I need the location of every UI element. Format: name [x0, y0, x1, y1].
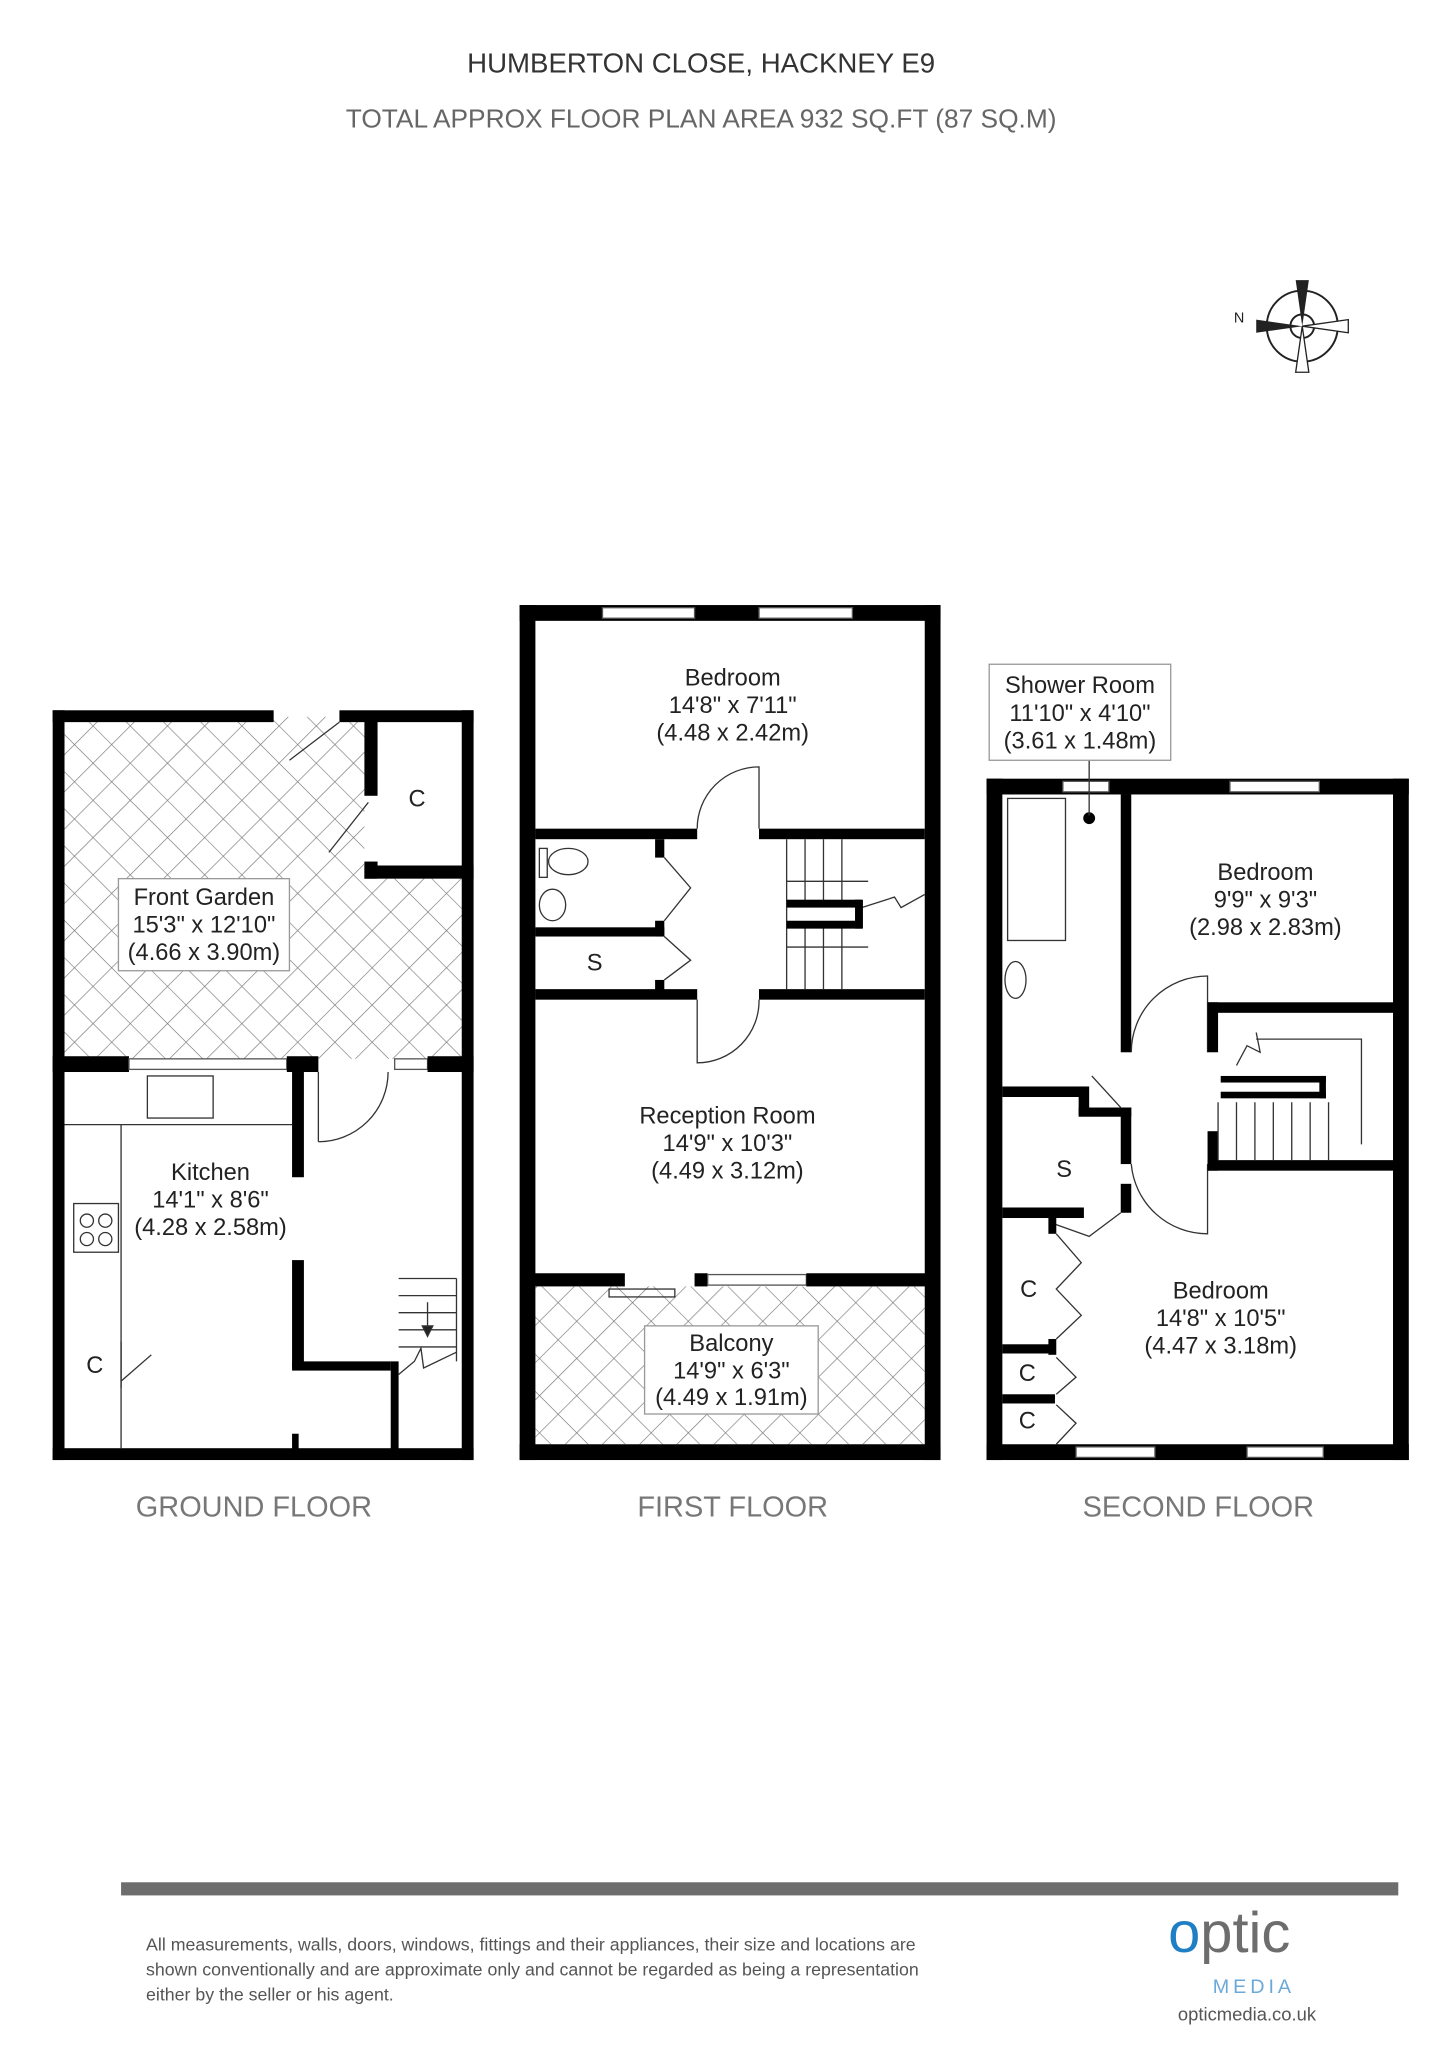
front-garden-imperial: 15'3" x 12'10" — [132, 913, 275, 939]
logo-media: MEDIA — [1213, 1976, 1295, 1998]
plan-title: HUMBERTON CLOSE, HACKNEY E9 — [467, 47, 935, 78]
compass-north-label: N — [1234, 310, 1244, 326]
first-bedroom-metric: (4.48 x 2.42m) — [656, 721, 809, 747]
second-floor-plan: Shower Room 11'10" x 4'10" (3.61 x 1.48m… — [986, 663, 1409, 1461]
kitchen-cupboard-label: C — [86, 1353, 103, 1379]
balcony-metric: (4.49 x 1.91m) — [655, 1385, 808, 1411]
second-bedroom-small-imperial: 9'9" x 9'3" — [1214, 888, 1317, 914]
shower-room-metric: (3.61 x 1.48m) — [1004, 728, 1157, 754]
reception-name: Reception Room — [639, 1103, 815, 1129]
second-cupboard-label: C — [1019, 1361, 1036, 1387]
second-bedroom-large-imperial: 14'8" x 10'5" — [1156, 1306, 1286, 1332]
second-cupboard-label: C — [1019, 1408, 1036, 1434]
first-bedroom-name: Bedroom — [685, 665, 781, 691]
second-storage-label: S — [1056, 1157, 1072, 1183]
plan-area-subtitle: TOTAL APPROX FLOOR PLAN AREA 932 SQ.FT (… — [346, 104, 1057, 134]
compass-icon: N — [1234, 280, 1349, 373]
disclaimer-line: either by the seller or his agent. — [146, 1985, 394, 2005]
second-bedroom-large-name: Bedroom — [1173, 1278, 1269, 1304]
kitchen-metric: (4.28 x 2.58m) — [134, 1215, 287, 1241]
shower-room-imperial: 11'10" x 4'10" — [1009, 701, 1150, 727]
logo-wordmark: optic — [1168, 1901, 1290, 1965]
balcony-imperial: 14'9" x 6'3" — [673, 1358, 790, 1384]
reception-metric: (4.49 x 3.12m) — [651, 1159, 804, 1185]
second-bedroom-small-metric: (2.98 x 2.83m) — [1189, 915, 1342, 941]
kitchen-imperial: 14'1" x 8'6" — [152, 1187, 269, 1213]
shower-room-name: Shower Room — [1005, 673, 1155, 699]
ground-cupboard-label: C — [408, 786, 425, 812]
logo-ptic: ptic — [1200, 1901, 1290, 1965]
first-storage-label: S — [587, 951, 603, 977]
balcony-name: Balcony — [689, 1331, 773, 1357]
second-cupboard-label: C — [1020, 1277, 1037, 1303]
logo-o: o — [1168, 1901, 1200, 1965]
first-floor-plan: Bedroom 14'8" x 7'11" (4.48 x 2.42m) S R… — [519, 605, 941, 1461]
first-bedroom-imperial: 14'8" x 7'11" — [669, 693, 797, 719]
footer-divider — [121, 1882, 1399, 1896]
second-floor-label: SECOND FLOOR — [1083, 1492, 1314, 1524]
first-floor-label: FIRST FLOOR — [637, 1492, 828, 1524]
ground-floor-label: GROUND FLOOR — [136, 1492, 372, 1524]
disclaimer-line: shown conventionally and are approximate… — [146, 1960, 919, 1980]
second-bedroom-large-metric: (4.47 x 3.18m) — [1144, 1333, 1297, 1359]
disclaimer-line: All measurements, walls, doors, windows,… — [146, 1935, 916, 1955]
front-garden-name: Front Garden — [134, 885, 275, 911]
reception-imperial: 14'9" x 10'3" — [663, 1131, 793, 1157]
optic-media-logo: optic MEDIA — [1168, 1901, 1295, 1998]
ground-floor-plan: Front Garden 15'3" x 12'10" (4.66 x 3.90… — [52, 710, 474, 1461]
website-url[interactable]: opticmedia.co.uk — [1178, 2003, 1317, 2024]
kitchen-name: Kitchen — [171, 1160, 250, 1186]
second-bedroom-small-name: Bedroom — [1217, 860, 1313, 886]
front-garden-metric: (4.66 x 3.90m) — [128, 940, 281, 966]
